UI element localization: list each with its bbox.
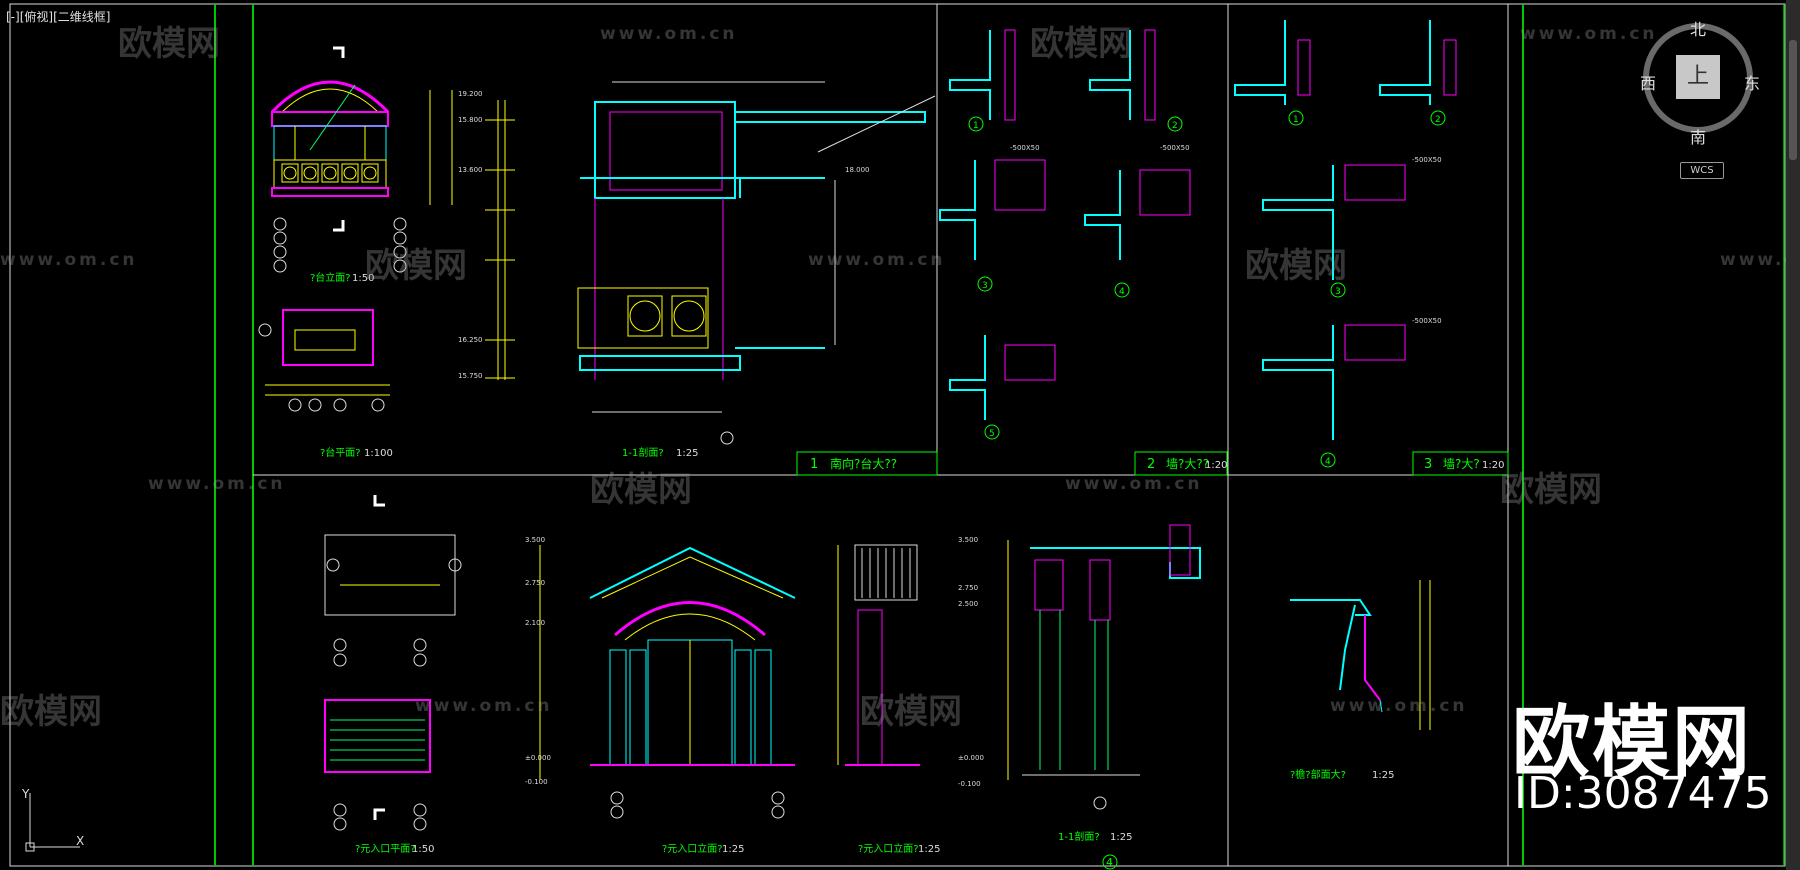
balcony-elevation-drawing	[270, 46, 453, 273]
elev-19200: 19.200	[458, 90, 483, 98]
title-wall-detail-b: 墙?大?	[1443, 457, 1480, 471]
dim-level-3b: 2.500	[958, 600, 978, 608]
callout-wall-detail-a-no: 2	[1147, 457, 1155, 472]
spec-steel: -500X50	[1010, 144, 1040, 152]
viewcube-north[interactable]: 北	[1690, 20, 1707, 39]
spec-steel-c: -500X50	[1412, 156, 1442, 164]
vertical-scrollbar[interactable]	[1786, 0, 1800, 870]
dim-level-6: -0.100	[525, 778, 548, 786]
callout-wall-5: 5	[989, 429, 995, 439]
dim-level-4: 2.100	[525, 619, 545, 627]
scrollbar-thumb[interactable]	[1789, 40, 1797, 160]
title-entrance-elevation: ?元入口立面?	[662, 842, 723, 855]
elev-15800: 15.800	[458, 116, 483, 124]
callout-entrance-no: 4	[1106, 856, 1113, 869]
ucs-axes	[25, 793, 80, 852]
callout-r-1: 1	[1293, 115, 1299, 125]
scale-entrance-side: 1:25	[918, 844, 940, 855]
viewport-controls: [-][俯视][二维线框]	[6, 8, 110, 25]
title-wall-detail-a: 墙?大??	[1166, 457, 1209, 471]
callout-wall-3: 3	[982, 281, 988, 291]
viewport-view-menu[interactable]: [俯视]	[19, 10, 54, 24]
ucs-x-label: X	[76, 834, 84, 848]
title-entrance-plan: ?元入口平面?	[355, 844, 416, 855]
entrance-plan-drawing	[324, 495, 462, 831]
dim-level-2: 2.750	[525, 579, 545, 587]
scale-wall-detail-a: 1:20	[1205, 460, 1227, 471]
title-section-11b: 1-1剖面?	[1058, 830, 1100, 843]
wall-detail-panel-a	[796, 29, 1228, 476]
elevation-level-column	[485, 100, 515, 380]
section-1-1b-drawing	[1007, 524, 1201, 870]
wcs-menu[interactable]: WCS	[1680, 162, 1724, 179]
dim-level-1: 3.500	[525, 536, 545, 544]
dim-level-6b: -0.100	[958, 780, 981, 788]
scale-entrance-elevation: 1:25	[722, 844, 744, 855]
scale-balcony-elevation: 1:50	[352, 273, 374, 284]
brand-logo-text: 欧模网	[1512, 698, 1753, 788]
dim-level-2b: 2.750	[958, 584, 978, 592]
section-1-1-drawing	[577, 81, 936, 445]
viewcube-east[interactable]: 东	[1744, 74, 1761, 93]
dim-level-5: ±0.000	[525, 754, 551, 762]
eave-detail-drawing	[1290, 580, 1431, 730]
elev-13600: 13.600	[458, 166, 483, 174]
spec-steel-d: -500X50	[1412, 317, 1442, 325]
scale-section-11: 1:25	[676, 448, 698, 459]
entrance-side-drawing	[837, 544, 920, 766]
callout-r-2: 2	[1435, 115, 1441, 125]
callout-south-detail-no: 1	[810, 457, 818, 472]
callout-wall-1: 1	[973, 121, 979, 131]
title-eave-detail: ?檐?部面大?	[1290, 768, 1346, 781]
brand-model-id: ID:3087475	[1514, 768, 1772, 819]
scale-entrance-plan: 1:50	[412, 844, 434, 855]
title-balcony-elevation: ?台立面?	[310, 271, 351, 284]
title-south-detail: 南向?台大??	[830, 456, 897, 471]
balcony-plan-drawing	[258, 309, 390, 412]
elev-16250: 16.250	[458, 336, 483, 344]
ucs-y-label: Y	[21, 787, 30, 801]
viewcube-west[interactable]: 西	[1640, 74, 1657, 93]
scale-section-11b: 1:25	[1110, 832, 1132, 843]
scale-eave-detail: 1:25	[1372, 770, 1394, 781]
viewport-control-menu[interactable]: [-]	[6, 10, 20, 24]
title-entrance-side: ?元入口立面?	[858, 842, 919, 855]
scale-balcony-plan: 1:100	[364, 448, 393, 459]
dim-level-1b: 3.500	[958, 536, 978, 544]
dim-level-5b: ±0.000	[958, 754, 984, 762]
elev-18000: 18.000	[845, 166, 870, 174]
callout-r-3: 3	[1335, 287, 1341, 297]
title-section-11: 1-1剖面?	[622, 446, 664, 459]
spec-steel-b: -500X50	[1160, 144, 1190, 152]
callout-r-4: 4	[1325, 457, 1331, 467]
viewport-style-menu[interactable]: [二维线框]	[53, 10, 111, 24]
elev-15750: 15.750	[458, 372, 483, 380]
viewcube-compass	[1643, 23, 1753, 133]
viewcube-top-face[interactable]: 上	[1676, 55, 1720, 99]
callout-wall-detail-b-no: 3	[1424, 457, 1432, 472]
wall-detail-panel-b	[1234, 20, 1509, 476]
entrance-elevation-drawing	[539, 545, 796, 819]
viewcube-south[interactable]: 南	[1690, 128, 1707, 147]
callout-wall-2: 2	[1172, 121, 1178, 131]
scale-wall-detail-b: 1:20	[1482, 460, 1504, 471]
outer-border	[9, 3, 1786, 867]
callout-wall-4: 4	[1119, 287, 1125, 297]
title-balcony-plan: ?台平面?	[320, 446, 361, 459]
